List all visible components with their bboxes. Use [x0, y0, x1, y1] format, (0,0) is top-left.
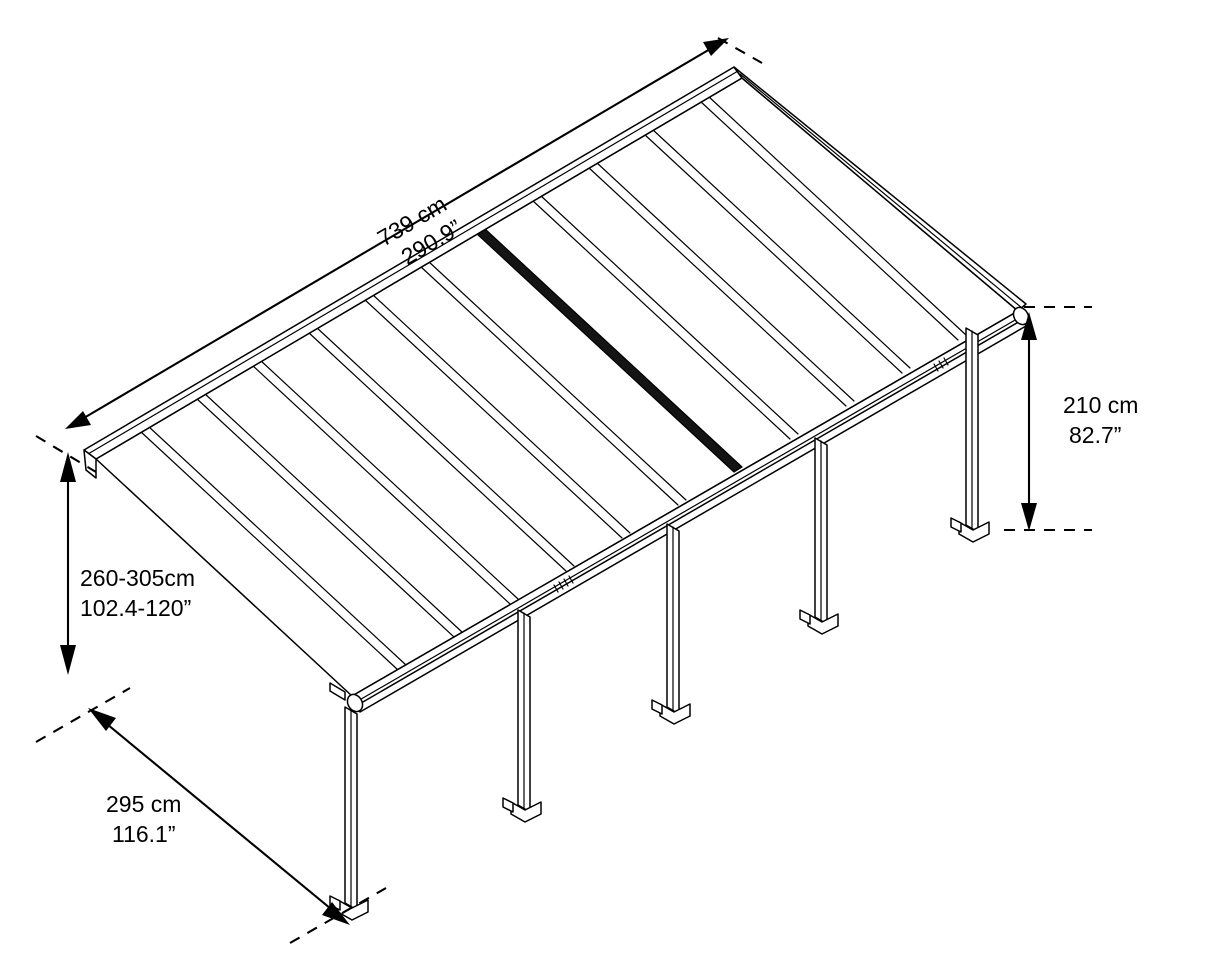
support-post	[799, 437, 839, 635]
post-base-plate	[651, 699, 691, 725]
post-base-plate	[799, 609, 839, 635]
left-height-metric-label: 260-305cm	[80, 565, 195, 591]
rafter	[363, 293, 631, 539]
dimension-front-post-height: 210 cm 82.7”	[1004, 305, 1138, 532]
rafter	[251, 359, 519, 605]
dimension-projection-depth: 295 cm 116.1”	[35, 687, 387, 944]
rafter	[419, 260, 687, 506]
right-height-imperial-label: 82.7”	[1069, 422, 1121, 448]
rafter	[531, 194, 799, 440]
roof-rafters-group	[139, 95, 967, 671]
dimension-wall-mount-height: 260-305cm 102.4-120”	[60, 452, 195, 675]
gutter-right-endcap	[1012, 306, 1030, 326]
rafter	[587, 161, 855, 407]
support-post	[502, 609, 542, 823]
gutter-beam-splice-joint	[933, 357, 949, 372]
post-base-plate	[502, 797, 542, 823]
rafter	[307, 326, 575, 572]
support-post	[329, 706, 369, 921]
support-post	[950, 327, 990, 543]
depth-metric-label: 295 cm	[106, 791, 181, 817]
gutter-beam-splice-joint	[553, 575, 574, 593]
support-post	[651, 523, 691, 725]
gutter-left-endcap	[329, 682, 364, 713]
structure-group	[83, 66, 1030, 921]
depth-imperial-label: 116.1”	[112, 821, 176, 847]
rafter	[195, 392, 463, 638]
post-base-plate	[329, 895, 369, 921]
right-height-metric-label: 210 cm	[1063, 392, 1138, 418]
rafter	[699, 95, 967, 341]
rafter	[139, 425, 407, 671]
rafter	[643, 128, 911, 374]
post-base-plate	[950, 517, 990, 543]
left-height-imperial-label: 102.4-120”	[80, 595, 191, 621]
